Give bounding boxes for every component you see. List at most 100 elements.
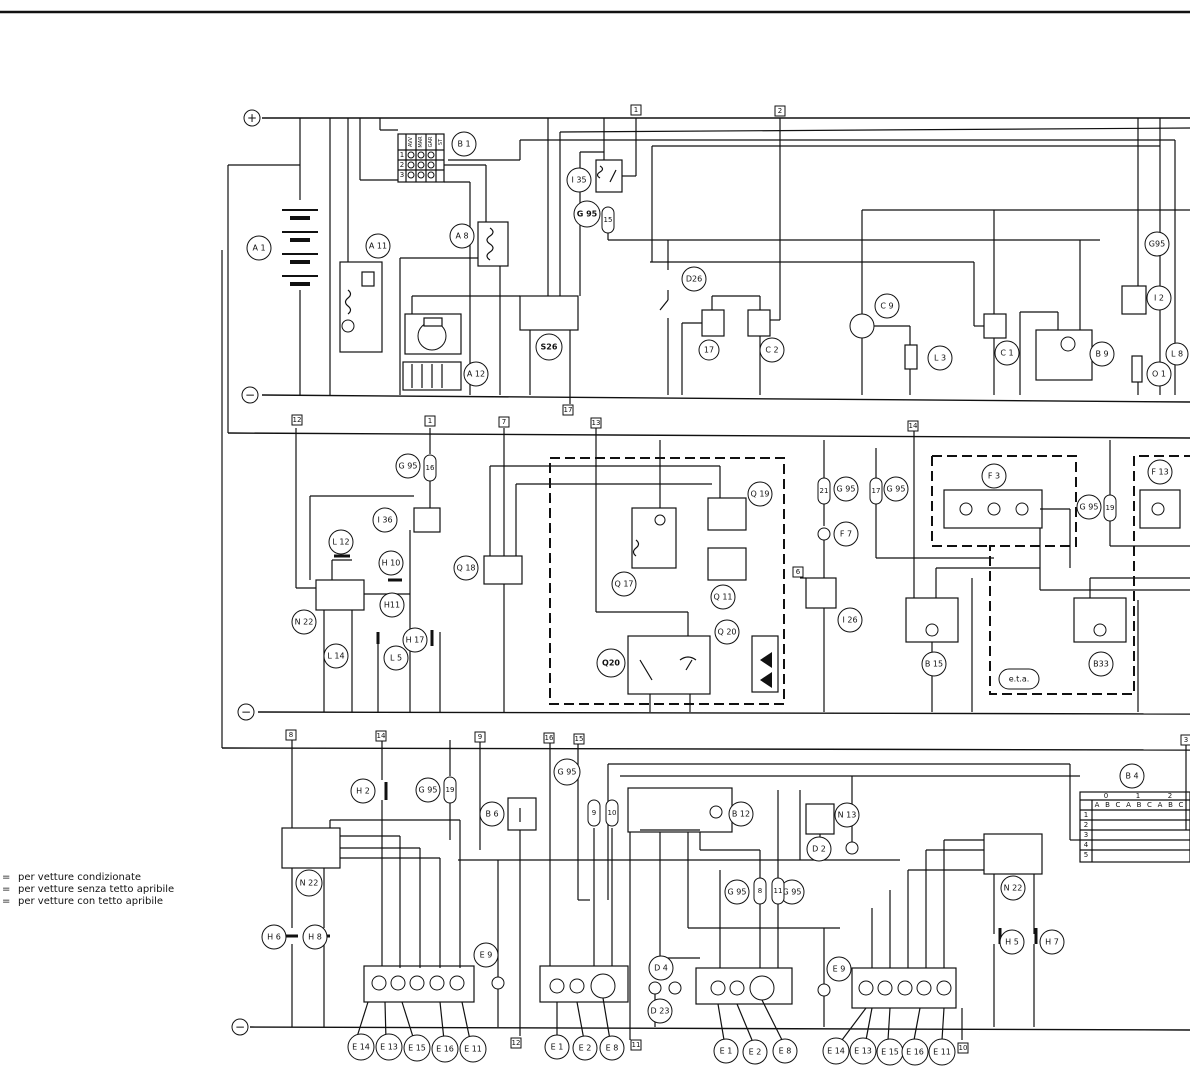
component-label-text: G 95	[558, 768, 577, 777]
wire-number-text: 10	[959, 1044, 968, 1052]
component-label-l12: L 12	[328, 529, 354, 555]
component-label-d26: D26	[681, 266, 707, 292]
wire-number-text: 1	[634, 106, 638, 114]
component-label-g95d: G 95	[833, 476, 859, 502]
component-label-text: G 95	[577, 210, 598, 219]
fuse-number: 15	[604, 216, 613, 224]
component-label-e16b: E 16	[901, 1038, 929, 1066]
component-label-text: I 35	[571, 176, 586, 185]
negative-terminal-2: −	[237, 703, 255, 721]
component-label-text: E 13	[380, 1043, 398, 1052]
wire-number-text: 1	[428, 417, 432, 425]
wire-number-text: 17	[564, 406, 573, 414]
component-label-n13: N 13	[834, 802, 860, 828]
component-label-text: C 2	[765, 346, 778, 355]
component-label-i35: I 35	[566, 167, 592, 193]
legend: = per vetture condizionate = per vetture…	[2, 872, 174, 908]
component-label-h5: H 5	[999, 929, 1025, 955]
wire-number-tag: 17	[562, 404, 574, 416]
component-label-text: G 95	[399, 462, 418, 471]
component-label-h7: H 7	[1039, 929, 1065, 955]
component-label-text: E 9	[833, 965, 846, 974]
component-label-a1: A 1	[246, 235, 272, 261]
component-label-c9: C 9	[874, 293, 900, 319]
component-label-text: B 4	[1125, 772, 1138, 781]
fuse: 15	[601, 206, 615, 234]
negative-terminal-1: −	[241, 386, 259, 404]
component-label-text: Q 18	[456, 564, 475, 573]
component-label-e15b: E 15	[876, 1038, 904, 1066]
legend-text: per vetture con tetto apribile	[18, 896, 164, 907]
component-label-text: H 5	[1005, 938, 1019, 947]
component-label-text: E 8	[779, 1047, 792, 1056]
component-label-text: F 13	[1151, 468, 1168, 477]
component-label-text: N 22	[295, 618, 314, 627]
fuse-number: 16	[426, 464, 435, 472]
wire-number-text: 14	[377, 732, 386, 740]
component-label-text: H 6	[267, 933, 281, 942]
wire-number-text: 9	[478, 733, 482, 741]
wire-number-text: 12	[293, 416, 302, 424]
fuse-number: 19	[1106, 504, 1115, 512]
wire-number-text: 14	[909, 422, 918, 430]
ignition-row-number: 3	[400, 171, 404, 179]
component-label-q20b: Q20	[596, 648, 626, 678]
wire-number-tag: 2	[774, 105, 786, 117]
component-label-text: A 12	[467, 370, 485, 379]
component-label-b6: B 6	[479, 801, 505, 827]
component-label-text: H 17	[406, 636, 425, 645]
component-label-text: H 10	[382, 559, 401, 568]
component-label-text: B 9	[1095, 350, 1108, 359]
ignition-row-number: 1	[400, 151, 404, 159]
component-label-l8: L 8	[1165, 342, 1189, 366]
component-label-text: E 14	[827, 1047, 845, 1056]
negative-symbol-2: −	[241, 705, 251, 719]
fuse: 8	[753, 877, 767, 905]
component-label-text: e.t.a.	[1009, 675, 1030, 684]
component-label-text: D 4	[654, 964, 668, 973]
component-label-g95i: G 95	[724, 879, 750, 905]
wire-number-text: 7	[502, 418, 506, 426]
component-label-h6: H 6	[261, 924, 287, 950]
component-label-text: E 16	[436, 1045, 454, 1054]
ignition-contact	[427, 171, 435, 179]
component-label-text: G 95	[837, 485, 856, 494]
component-label-text: N 22	[1004, 884, 1023, 893]
positive-terminal: +	[243, 109, 261, 127]
component-label-a11: A 11	[365, 233, 391, 259]
b4-contact: B	[1168, 801, 1173, 809]
component-label-text: G 95	[728, 888, 747, 897]
component-label-n22b: N 22	[295, 869, 323, 897]
wire-number-text: 11	[632, 1041, 641, 1049]
ignition-contact	[417, 161, 425, 169]
component-label-text: D 23	[651, 1007, 670, 1016]
component-label-g95h: G 95	[553, 758, 581, 786]
b4-contact: B	[1137, 801, 1142, 809]
component-label-text: Q 19	[750, 490, 769, 499]
wire-number-tag: 7	[498, 416, 510, 428]
component-label-text: A 1	[252, 244, 265, 253]
component-label-h10: H 10	[378, 550, 404, 576]
wire-number-text: 2	[778, 107, 782, 115]
component-label-text: Q20	[602, 659, 620, 668]
fuse-number: 11	[774, 887, 783, 895]
fuse: 19	[443, 776, 457, 804]
ignition-contact	[417, 151, 425, 159]
component-label-g95g: G 95	[415, 777, 441, 803]
component-label-e13a: E 13	[375, 1033, 403, 1061]
component-label-g95c: G 95	[395, 453, 421, 479]
b4-contact: C	[1179, 801, 1184, 809]
component-label-text: F 3	[988, 472, 1000, 481]
component-label-b33: B33	[1088, 651, 1114, 677]
component-label-d4: D 4	[648, 955, 674, 981]
component-label-text: H 2	[356, 787, 370, 796]
component-label-d23: D 23	[647, 998, 673, 1024]
component-label-e11a: E 11	[459, 1035, 487, 1063]
component-label-text: E 16	[906, 1048, 924, 1057]
wire-number-tag: 11	[630, 1039, 642, 1051]
component-label-text: D 2	[812, 845, 826, 854]
negative-symbol-1: −	[245, 388, 255, 402]
fuse-number: 17	[872, 487, 881, 495]
component-label-h2: H 2	[350, 778, 376, 804]
